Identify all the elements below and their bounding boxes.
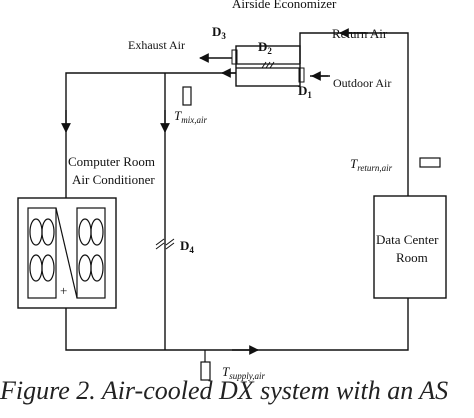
supply-air-temp-label: Tsupply,air <box>222 364 265 381</box>
damper-d3-blade <box>231 49 238 65</box>
crac-label-line1: Computer Room <box>68 154 156 169</box>
return-air-label: Return Air <box>332 26 388 41</box>
damper-d4-hatch <box>155 238 175 250</box>
figure-caption: Figure 2. Air-cooled DX system with an A… <box>0 376 449 405</box>
damper-d1-blade <box>298 67 305 83</box>
mix-air-temp-label: Tmix,air <box>174 108 207 125</box>
exhaust-air-label: Exhaust Air <box>128 38 185 52</box>
return-air-temp-label: Treturn,air <box>350 156 393 173</box>
damper-d1-label: D1 <box>298 83 312 100</box>
crac-to-supply-duct <box>65 32 409 351</box>
damper-d4-label: D4 <box>180 238 194 255</box>
room-label-line2: Room <box>396 250 428 265</box>
outdoor-air-label: Outdoor Air <box>333 76 392 90</box>
damper-d2-label: D2 <box>258 39 272 56</box>
return-duct-into-box <box>299 32 318 64</box>
damper-d3-label: D3 <box>212 24 226 41</box>
return-air-sensor <box>419 157 441 168</box>
economizer-title: Airside Economizer <box>232 0 337 11</box>
mix-air-sensor <box>182 86 192 106</box>
data-center-room-box <box>373 195 447 299</box>
crac-unit <box>17 197 117 309</box>
flow-arrows <box>61 28 368 355</box>
damper-d2-hatch <box>261 61 275 69</box>
room-label-line1: Data Center <box>376 232 439 247</box>
crac-plus-sign: + <box>60 283 68 298</box>
top-left-duct <box>65 72 236 198</box>
sensors <box>182 86 441 381</box>
crac-label-line2: Air Conditioner <box>72 172 155 187</box>
economizer-box <box>231 45 305 87</box>
